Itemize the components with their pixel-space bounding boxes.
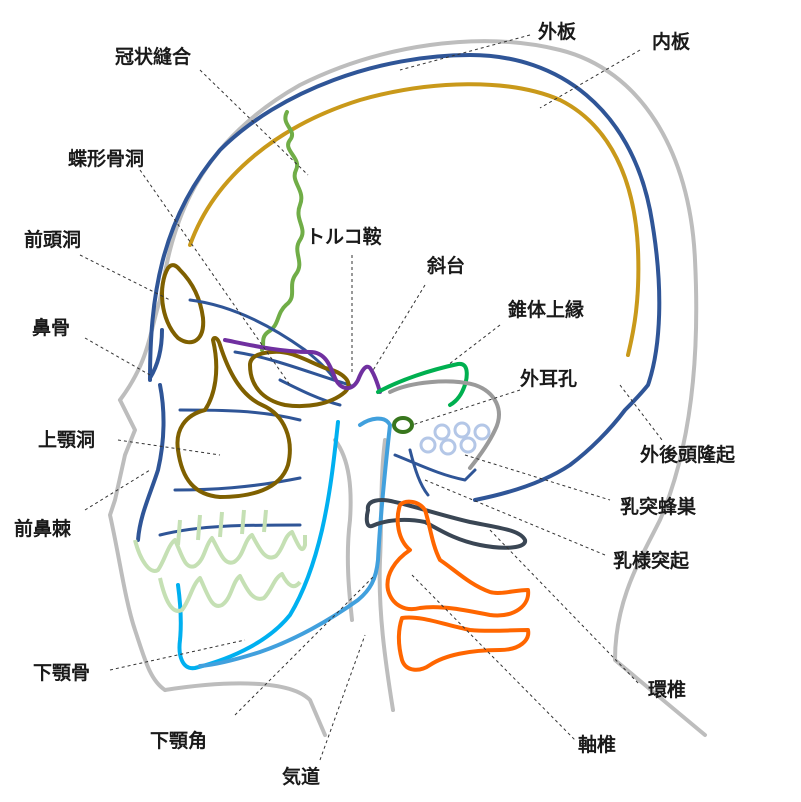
face-outline xyxy=(108,398,167,692)
petrous-ridge-line xyxy=(376,361,469,407)
label-sphenoid-sinus: 蝶形骨洞 xyxy=(68,147,144,170)
label-petrous-ridge: 錐体上縁 xyxy=(508,298,584,321)
tooth-roots xyxy=(176,509,268,546)
mastoid-cell xyxy=(473,423,491,441)
sella-turcica-line xyxy=(223,338,382,394)
label-frontal-sinus: 前頭洞 xyxy=(24,228,81,251)
axis-shape xyxy=(385,499,531,618)
label-coronal-suture: 冠状縫合 xyxy=(115,45,192,68)
label-maxillary-sinus: 上顎洞 xyxy=(38,429,95,451)
label-inner-table: 内板 xyxy=(652,30,691,53)
coronal-suture-line xyxy=(260,110,305,352)
occipital-condyle-line xyxy=(408,448,430,497)
label-ear-canal: 外耳孔 xyxy=(520,367,577,390)
label-mandibular-angle: 下顎角 xyxy=(150,729,207,752)
leader-lines xyxy=(79,34,663,761)
maxilla-front-line xyxy=(136,383,166,542)
label-anterior-nasal-spine: 前鼻棘 xyxy=(14,517,72,540)
frontal-sinus-shape xyxy=(160,263,206,345)
label-sella-turcica: トルコ鞍 xyxy=(306,225,382,248)
label-mastoid-air-cells: 乳突蜂巣 xyxy=(620,495,697,518)
label-clivus: 斜台 xyxy=(426,254,465,277)
label-axis: 軸椎 xyxy=(578,733,616,756)
ear-canal-ring xyxy=(392,416,414,434)
pterygoid-line xyxy=(278,378,342,407)
alveolar-line xyxy=(158,523,302,537)
labels: 外板 内板 冠状縫合 蝶形骨洞 トルコ鞍 斜台 前頭洞 鼻骨 錐体上縁 外耳孔 … xyxy=(14,20,736,788)
ramus-line xyxy=(198,416,392,668)
nasal-bone-line xyxy=(148,328,164,380)
mastoid-cell xyxy=(459,436,477,454)
mastoid-cell xyxy=(439,438,457,456)
zygoma-line xyxy=(178,408,302,422)
pharynx-outline xyxy=(333,438,354,622)
mastoid-cell xyxy=(419,436,437,454)
temporal-bone-outline xyxy=(388,379,501,470)
mastoid-air-cells-group xyxy=(419,421,491,456)
label-outer-table: 外板 xyxy=(538,20,577,43)
palate-line xyxy=(173,476,302,492)
mastoid-cell xyxy=(433,423,451,441)
c3-shape xyxy=(397,615,531,672)
sphenoid-sinus-shape xyxy=(248,349,351,409)
teeth-group xyxy=(133,509,307,613)
label-atlas: 環椎 xyxy=(648,678,686,701)
maxillary-sinus-shape xyxy=(175,335,292,499)
label-mandible: 下顎骨 xyxy=(33,662,90,684)
label-nasal-bone: 鼻骨 xyxy=(32,316,70,339)
mandible-line xyxy=(176,420,340,671)
lower-teeth xyxy=(158,572,302,613)
upper-teeth xyxy=(133,530,307,573)
outer-table-line xyxy=(148,53,662,502)
mastoid-cell xyxy=(453,421,471,439)
cranial-base-line xyxy=(393,453,477,482)
label-mastoid-process: 乳様突起 xyxy=(613,549,690,572)
neck-front-outline xyxy=(163,681,327,737)
label-external-occipital-protuberance: 外後頭隆起 xyxy=(640,443,736,466)
atlas-shape xyxy=(364,498,527,550)
skin-outline xyxy=(118,39,707,737)
label-airway: 気道 xyxy=(282,765,320,788)
